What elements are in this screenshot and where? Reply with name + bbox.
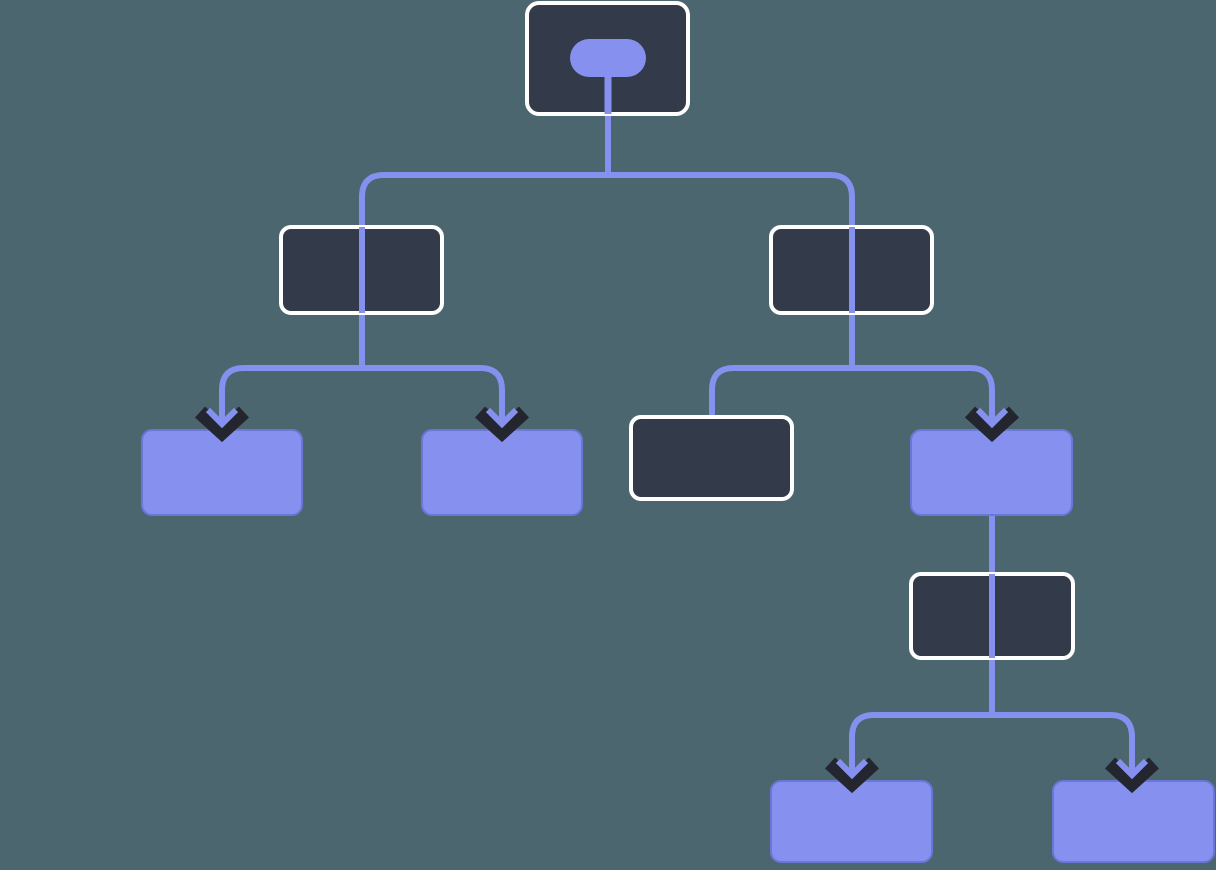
arrowhead-chevron-icon — [474, 406, 530, 443]
level2-leaf-b-body[interactable] — [421, 429, 583, 516]
level1-left-node[interactable] — [279, 225, 444, 315]
level2-leaf-b[interactable] — [421, 429, 583, 516]
level2-leaf-a-body[interactable] — [141, 429, 303, 516]
arrowhead-chevron-icon — [964, 406, 1020, 443]
edge-level3-to-leaf-b[interactable] — [992, 712, 1135, 783]
edge-level3-to-leaf-b-arrowhead — [1104, 757, 1160, 794]
edge-level1-right-to-dark-node[interactable] — [709, 365, 852, 419]
edge-level1-left-to-leaf-b[interactable] — [362, 365, 505, 432]
arrowhead-inner-chevron-icon — [975, 407, 1009, 429]
edges-layer — [219, 114, 1135, 783]
arrowhead-chevron-icon — [824, 757, 880, 794]
edge-root-to-level1-right[interactable] — [608, 172, 855, 227]
edge-level1-right-to-leaf-d-arrowhead — [964, 406, 1020, 443]
edge-level1-left-to-leaf-a[interactable] — [219, 365, 362, 432]
arrowhead-inner-chevron-icon — [485, 407, 519, 429]
root-node[interactable] — [525, 1, 690, 116]
edge-level3-to-leaf-a[interactable] — [849, 712, 992, 783]
edge-level3-to-leaf-a-arrowhead — [824, 757, 880, 794]
arrowhead-inner-chevron-icon — [1115, 758, 1149, 780]
edge-root-to-level1-left[interactable] — [359, 172, 608, 227]
arrowheads-layer — [194, 406, 1160, 794]
arrowhead-inner-chevron-icon — [835, 758, 869, 780]
arrowhead-inner-chevron-icon — [205, 407, 239, 429]
level3-dark-node[interactable] — [909, 572, 1075, 660]
level2-leaf-d[interactable] — [910, 429, 1073, 516]
level2-dark-node-body[interactable] — [629, 415, 794, 501]
nodes-layer — [141, 1, 1215, 863]
level4-leaf-b[interactable] — [1052, 780, 1215, 863]
root-pill-badge[interactable] — [570, 39, 646, 77]
edge-level1-right-to-leaf-d[interactable] — [852, 365, 995, 432]
level4-leaf-a[interactable] — [770, 780, 933, 863]
level4-leaf-a-body[interactable] — [770, 780, 933, 863]
edge-level1-left-to-leaf-b-arrowhead — [474, 406, 530, 443]
arrowhead-chevron-icon — [1104, 757, 1160, 794]
edge-level1-left-to-leaf-a-arrowhead — [194, 406, 250, 443]
level1-right-node[interactable] — [769, 225, 934, 315]
arrowhead-chevron-icon — [194, 406, 250, 443]
level4-leaf-b-body[interactable] — [1052, 780, 1215, 863]
level2-dark-node[interactable] — [629, 415, 794, 501]
level2-leaf-a[interactable] — [141, 429, 303, 516]
level2-leaf-d-body[interactable] — [910, 429, 1073, 516]
